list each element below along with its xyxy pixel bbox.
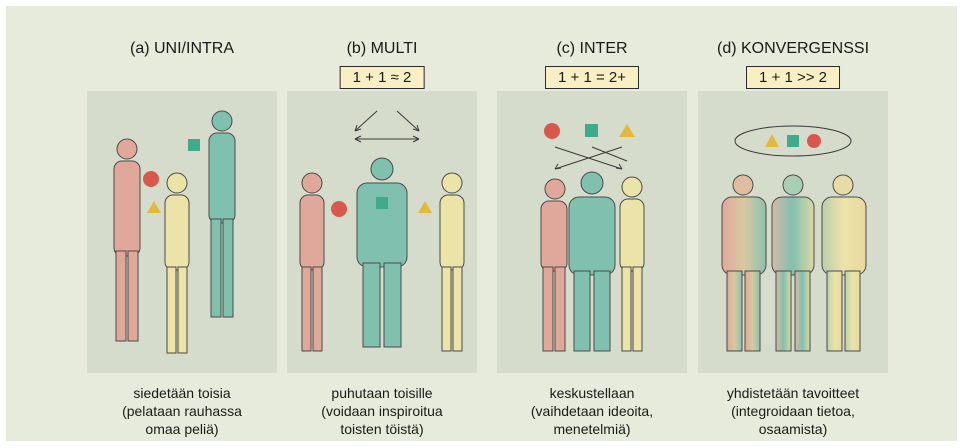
caption-line: puhutaan toisille xyxy=(331,385,433,401)
merged-person-middle-figure xyxy=(771,174,815,352)
caption-line: (pelataan rauhassa xyxy=(122,403,242,419)
red-circle-shape xyxy=(331,201,347,217)
shared-goal-ellipse xyxy=(734,125,852,157)
formula-box: 1 + 1 ≈ 2 xyxy=(339,66,425,89)
red-person-figure xyxy=(540,178,568,352)
panel-caption: puhutaan toisille (voidaan inspiroitua t… xyxy=(287,384,477,438)
caption-line: menetelmiä) xyxy=(553,421,631,437)
caption-line: osaamista) xyxy=(758,421,828,437)
caption-line: (vaihdetaan ideoita, xyxy=(530,403,654,419)
caption-line: omaa peliä) xyxy=(145,421,219,437)
panel-title: (d) KONVERGENSSI xyxy=(716,40,870,57)
red-circle-shape xyxy=(143,171,159,187)
caption-line: toisten töistä) xyxy=(340,421,424,437)
panel-multi: (b) MULTI 1 + 1 ≈ 2 xyxy=(287,6,477,441)
merged-person-right-figure xyxy=(821,174,867,352)
scene-illustration xyxy=(287,91,477,373)
panel-title: (c) INTER xyxy=(556,40,628,57)
panel-inter: (c) INTER 1 + 1 = 2+ xyxy=(497,6,687,441)
green-person-figure xyxy=(208,110,236,318)
yellow-person-figure xyxy=(619,176,645,352)
green-square-shape xyxy=(787,135,799,147)
yellow-triangle-shape xyxy=(619,124,635,137)
scene-illustration xyxy=(497,91,687,373)
green-square-shape xyxy=(585,124,598,137)
panel-uni-intra: (a) UNI/INTRA xyxy=(87,6,277,441)
green-person-figure xyxy=(568,171,616,352)
panel-caption: yhdistetään tavoitteet (integroidaan tie… xyxy=(698,384,888,438)
caption-line: yhdistetään tavoitteet xyxy=(726,385,860,401)
yellow-triangle-shape xyxy=(765,134,779,147)
red-circle-shape xyxy=(807,134,821,148)
scene-illustration xyxy=(698,91,888,373)
red-person-figure xyxy=(113,138,141,342)
formula-box: 1 + 1 >> 2 xyxy=(746,66,840,89)
yellow-person-figure xyxy=(164,172,190,354)
green-square-shape xyxy=(376,197,388,209)
diagram-frame: (a) UNI/INTRA xyxy=(6,6,957,441)
triangle-arrows-icon xyxy=(354,110,420,143)
yellow-triangle-shape xyxy=(418,201,432,213)
red-circle-shape xyxy=(544,123,560,139)
red-person-figure xyxy=(299,172,325,352)
formula-box: 1 + 1 = 2+ xyxy=(545,66,639,89)
panel-title: (a) UNI/INTRA xyxy=(130,40,234,57)
panel-caption: keskustellaan (vaihdetaan ideoita, menet… xyxy=(497,384,687,438)
caption-line: keskustellaan xyxy=(549,385,635,401)
crossing-arrows-icon xyxy=(554,146,628,170)
caption-line: (integroidaan tietoa, xyxy=(731,403,855,419)
yellow-triangle-shape xyxy=(147,201,161,213)
green-person-figure xyxy=(356,157,408,348)
scene-illustration xyxy=(87,91,277,373)
caption-line: (voidaan inspiroitua xyxy=(321,403,443,419)
merged-person-left-figure xyxy=(721,174,767,352)
yellow-person-figure xyxy=(439,172,465,352)
panel-caption: siedetään toisia (pelataan rauhassa omaa… xyxy=(87,384,277,438)
panel-konvergenssi: (d) KONVERGENSSI 1 + 1 >> 2 xyxy=(698,6,888,441)
panel-title: (b) MULTI xyxy=(346,40,418,57)
green-square-shape xyxy=(188,139,200,151)
caption-line: siedetään toisia xyxy=(133,385,231,401)
